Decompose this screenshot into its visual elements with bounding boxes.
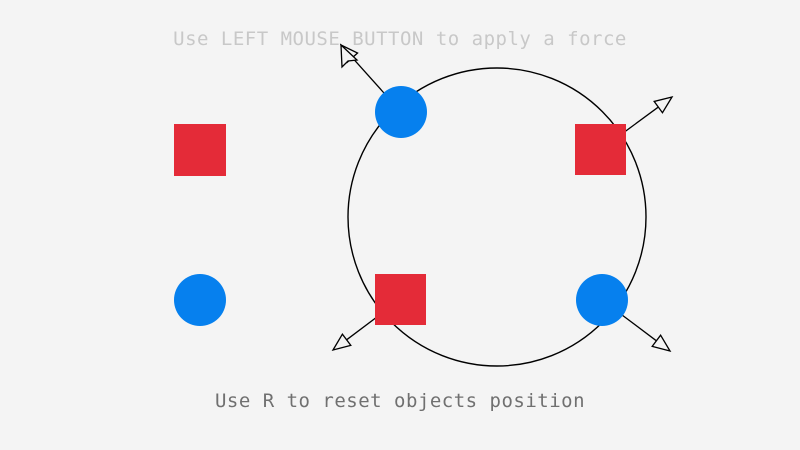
hint-text-bottom: Use R to reset objects position (214, 390, 586, 412)
body-square-left[interactable] (174, 124, 226, 176)
mouse-cursor-icon (340, 43, 359, 69)
arrow-head-icon (331, 333, 352, 352)
body-square-top-right[interactable] (575, 124, 626, 175)
body-square-bottom-center[interactable] (375, 274, 426, 325)
body-circle-bottom-right[interactable] (576, 274, 628, 326)
hint-text-top: Use LEFT MOUSE BUTTON to apply a force (173, 28, 627, 50)
arrow-head-icon (653, 95, 674, 114)
arrow-head-icon (651, 334, 672, 353)
body-circle-top[interactable] (375, 86, 427, 138)
boundary-circle (347, 67, 647, 367)
body-circle-bottom-left[interactable] (174, 274, 226, 326)
